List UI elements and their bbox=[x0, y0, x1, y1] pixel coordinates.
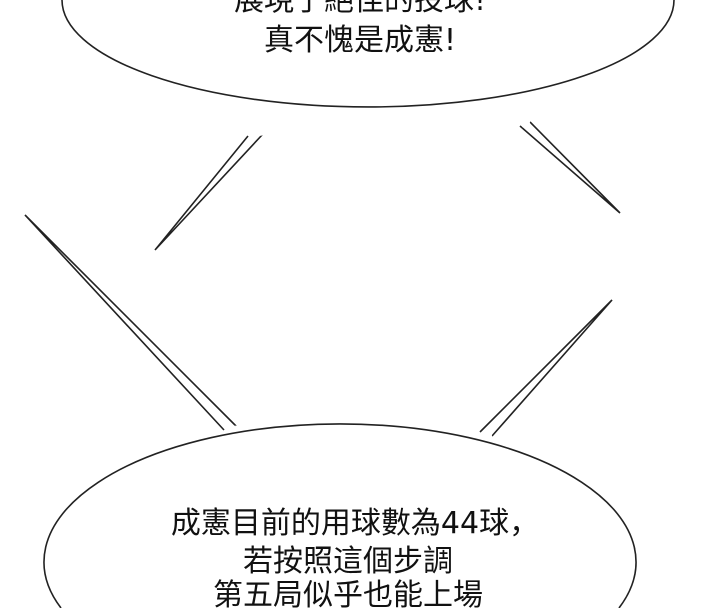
bottom-bubble-tail-left bbox=[24, 214, 237, 431]
bottom-bubble-line-1: 成憲目前的用球數為44球， bbox=[170, 506, 540, 541]
bottom-speech-bubble bbox=[43, 423, 637, 608]
top-bubble-line-2: 真不愧是成憲! bbox=[263, 23, 457, 58]
bottom-bubble-tail-right bbox=[479, 299, 613, 437]
top-bubble-line-1: 展現了絕佳的投球! bbox=[233, 0, 487, 18]
top-bubble-tail-left bbox=[154, 134, 263, 251]
top-bubble-tail-right bbox=[519, 121, 621, 214]
top-speech-bubble bbox=[61, 0, 675, 108]
bottom-bubble-line-2: 若按照這個步調 bbox=[243, 544, 453, 579]
bottom-bubble-line-3: 第五局似乎也能上場 bbox=[213, 578, 483, 608]
